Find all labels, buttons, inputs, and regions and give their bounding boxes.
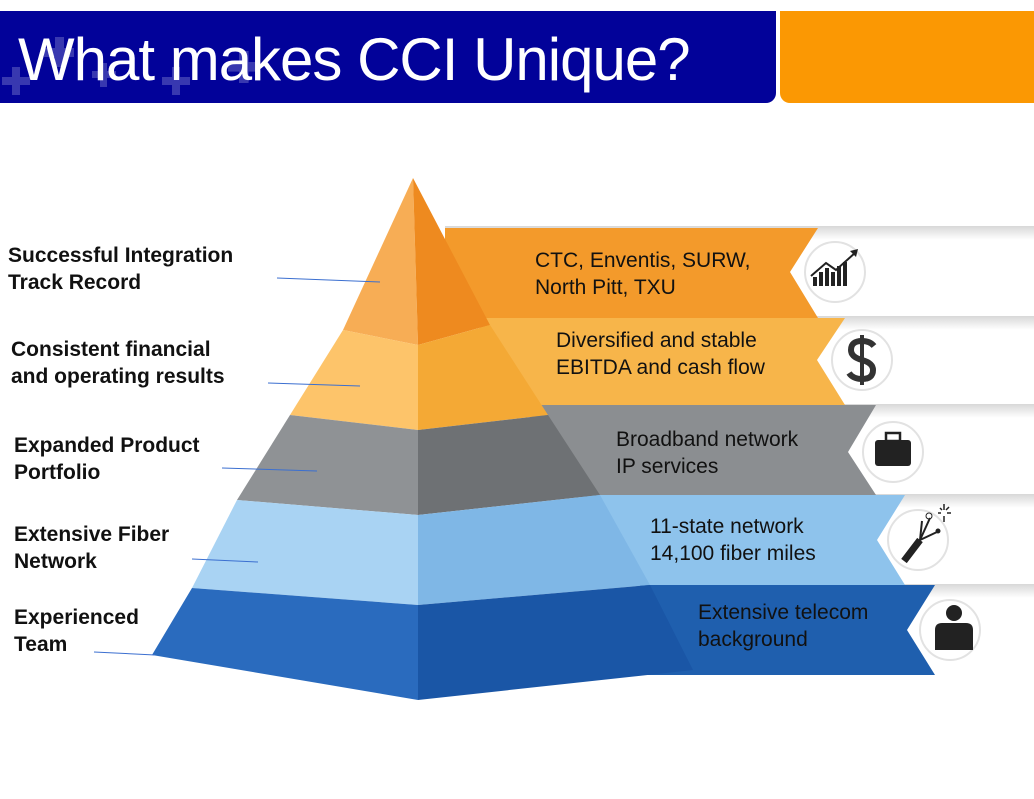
detail-line: IP services — [616, 455, 719, 478]
plus-decoration-icon — [44, 37, 74, 67]
page-title: What makes CCI Unique? — [18, 26, 691, 93]
detail-line: CTC, Enventis, SURW, — [535, 249, 751, 272]
label-line: Portfolio — [14, 461, 101, 484]
tier-label-financial: Consistent financial and operating result… — [11, 336, 225, 390]
plus-decoration-icon — [92, 63, 116, 87]
person-icon — [919, 599, 981, 661]
label-line: Track Record — [8, 271, 142, 294]
detail-line: background — [698, 628, 808, 651]
ribbon-5 — [640, 585, 935, 675]
ribbon-2 — [480, 318, 845, 405]
fiber-cable-icon — [887, 504, 951, 571]
label-line: Team — [14, 633, 68, 656]
detail-line: Extensive telecom — [698, 601, 869, 624]
briefcase-icon — [862, 421, 924, 483]
ribbon-1 — [445, 228, 818, 318]
header-accent-bar — [780, 11, 1034, 103]
ribbon-4 — [580, 495, 905, 585]
label-line: Expanded Product — [14, 434, 200, 457]
label-line: Successful Integration — [8, 244, 234, 267]
detail-line: Diversified and stable — [556, 329, 757, 352]
leader-lines — [93, 277, 381, 656]
label-line: Experienced — [14, 606, 139, 629]
label-line: Extensive Fiber — [14, 523, 170, 546]
title-bar: What makes CCI Unique? — [0, 11, 776, 103]
label-line: Network — [14, 550, 97, 573]
detail-line: 11-state network — [650, 515, 804, 538]
label-line: and operating results — [11, 365, 225, 388]
dollar-icon — [831, 329, 893, 391]
plus-decoration-icon — [162, 67, 190, 95]
growth-chart-icon — [804, 241, 866, 303]
detail-line: Broadband network — [616, 428, 799, 451]
tier-detail-portfolio: Broadband network IP services — [616, 426, 798, 480]
detail-line: North Pitt, TXU — [535, 276, 676, 299]
label-line: Consistent financial — [11, 338, 211, 361]
detail-line: 14,100 fiber miles — [650, 542, 816, 565]
tier-detail-integration: CTC, Enventis, SURW, North Pitt, TXU — [535, 247, 751, 301]
tier-detail-team: Extensive telecom background — [698, 599, 868, 653]
tier-detail-fiber: 11-state network 14,100 fiber miles — [650, 513, 816, 567]
plus-decoration-icon — [2, 67, 30, 95]
detail-line: EBITDA and cash flow — [556, 356, 765, 379]
plus-decoration-icon — [228, 51, 260, 83]
ribbon-3 — [530, 405, 876, 495]
pyramid — [152, 178, 693, 700]
